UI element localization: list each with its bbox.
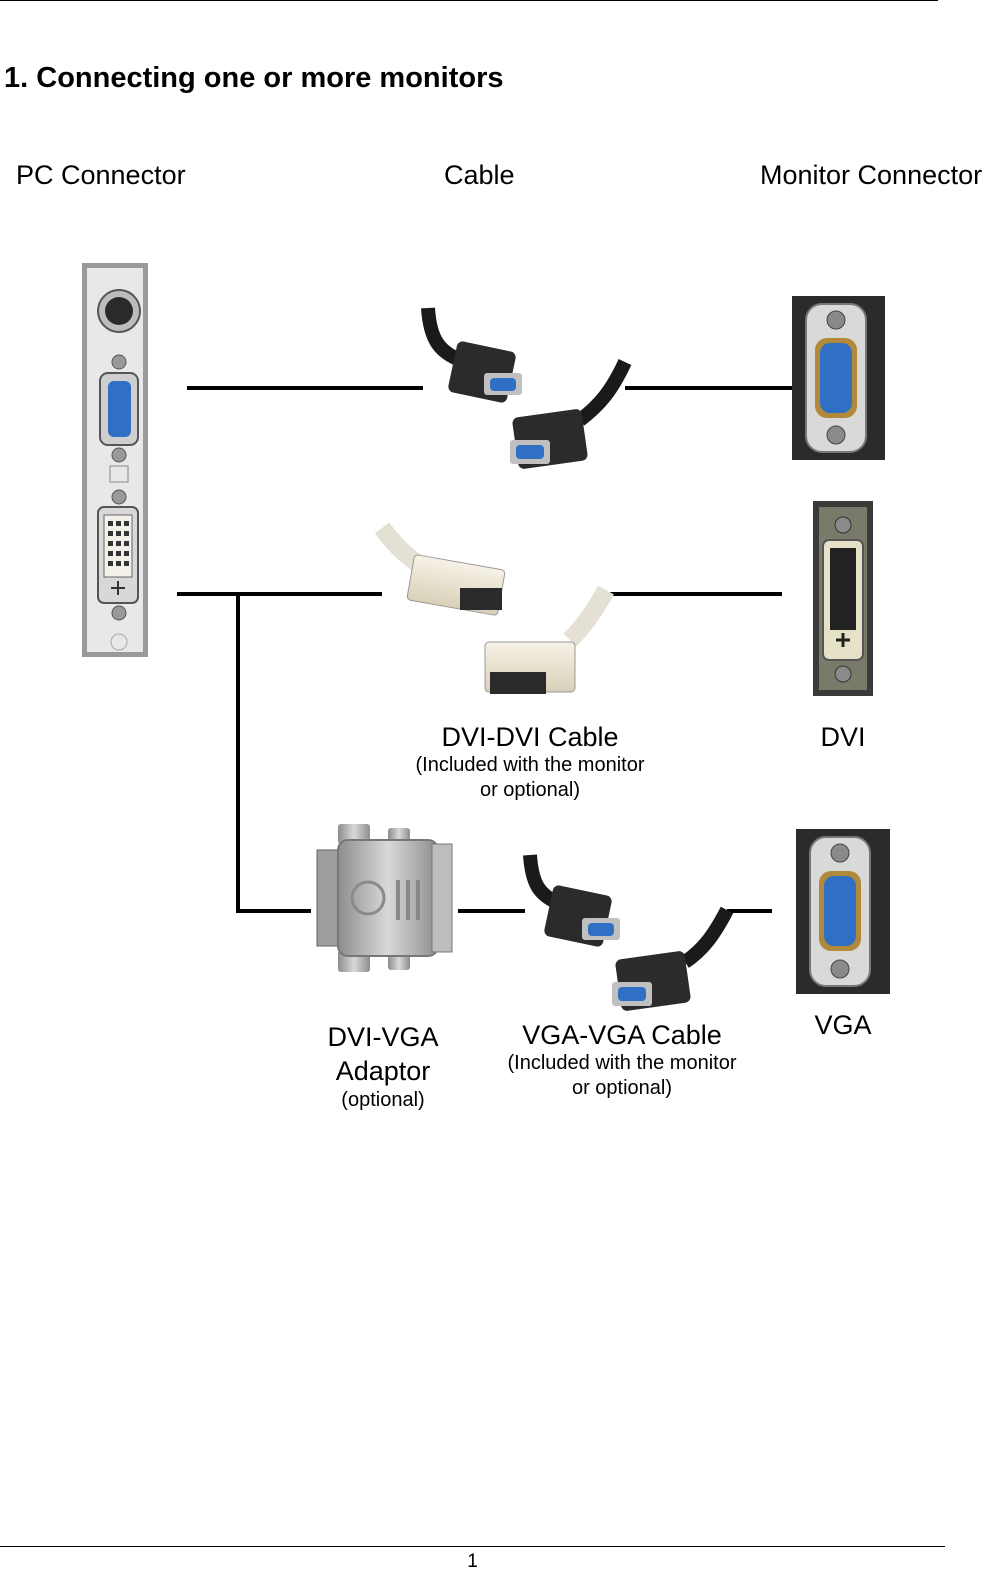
vga-cable-note-line1: (Included with the monitor	[507, 1052, 737, 1074]
vga-cable-label: VGA-VGA Cable (Included with the monitor…	[472, 1020, 772, 1101]
section-number: 1.	[4, 62, 29, 94]
top-rule	[0, 0, 938, 1]
pc-bracket-image	[82, 263, 148, 657]
page-number: 1	[467, 1551, 478, 1572]
column-header-pc: PC Connector	[16, 160, 186, 190]
vga-port-image-bottom	[796, 829, 890, 994]
dvi-cable-image	[374, 522, 614, 694]
dvi-port-label: DVI	[820, 722, 866, 752]
vga-cable-note-line2: or optional)	[571, 1077, 673, 1099]
dvi-vga-adaptor-image	[316, 824, 453, 972]
column-header-monitor: Monitor Connector	[760, 160, 983, 190]
connection-lines	[177, 386, 792, 913]
vga-cable-image-bottom	[523, 854, 734, 1011]
section-title: Connecting one or more monitors	[36, 62, 504, 94]
adaptor-label-line3: (optional)	[341, 1089, 425, 1111]
adaptor-label-line1: DVI-VGA	[327, 1022, 439, 1052]
adaptor-label: DVI-VGA Adaptor (optional)	[303, 1020, 463, 1113]
vga-port-label: VGA	[814, 1010, 872, 1040]
dvi-cable-title: DVI-DVI Cable	[441, 722, 619, 752]
dvi-cable-note-line1: (Included with the monitor	[415, 754, 645, 776]
footer-rule	[0, 1546, 945, 1547]
dvi-port-image	[813, 501, 873, 696]
dvi-cable-note-line2: or optional)	[479, 779, 581, 801]
vga-port-image-top	[792, 296, 885, 460]
section-heading: 1. Connecting one or more monitors	[4, 62, 504, 95]
column-header-cable: Cable	[444, 160, 515, 190]
adaptor-label-line2: Adaptor	[335, 1056, 431, 1086]
dvi-cable-label: DVI-DVI Cable (Included with the monitor…	[380, 722, 680, 803]
vga-cable-image-top	[421, 307, 632, 469]
vga-cable-title: VGA-VGA Cable	[522, 1020, 722, 1050]
